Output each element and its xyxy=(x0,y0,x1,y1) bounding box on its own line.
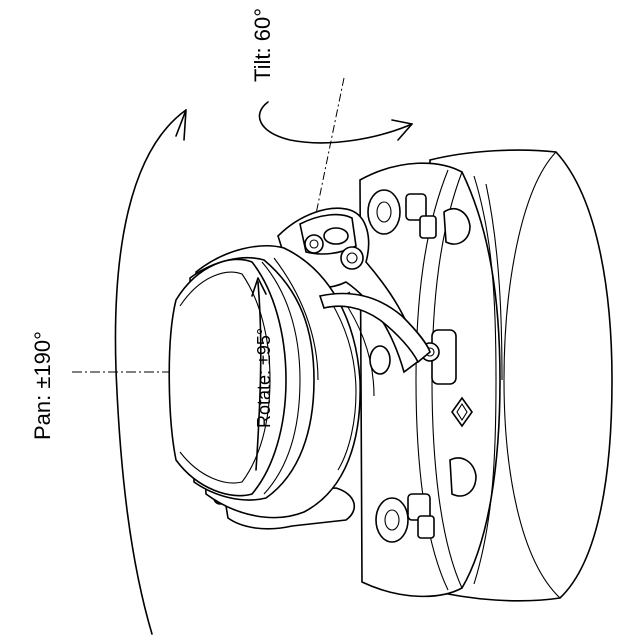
tilt-axis-line xyxy=(315,77,345,215)
tilt-label: Tilt: 60° xyxy=(250,8,275,82)
lens-module xyxy=(168,245,431,519)
camera-base xyxy=(359,149,613,602)
rotate-label: Rotate: ±95° xyxy=(254,328,274,428)
tilt-screw-2 xyxy=(340,246,364,270)
tilt-screw-1 xyxy=(304,234,324,254)
tilt-arrow xyxy=(258,101,413,144)
pan-arrow xyxy=(114,109,187,635)
indicator-dimple xyxy=(369,345,391,375)
rotate-arrow xyxy=(251,277,267,471)
pan-label: Pan: ±190° xyxy=(30,331,55,440)
bottom-screw-boss xyxy=(375,493,435,543)
diamond-marker xyxy=(451,396,473,428)
top-screw-boss xyxy=(367,189,437,239)
lens-front xyxy=(168,258,287,497)
